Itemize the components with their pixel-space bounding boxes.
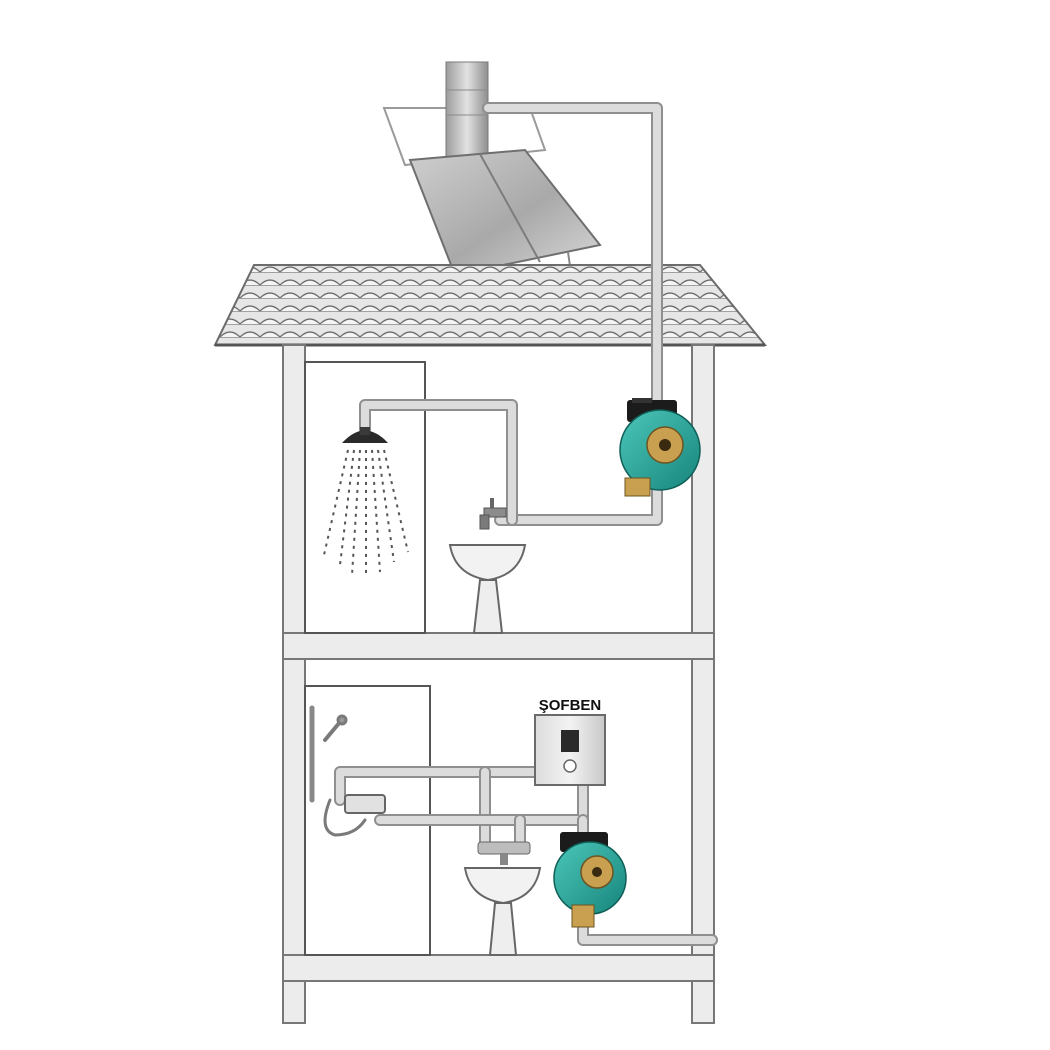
upper-pipes [359,102,663,526]
shower-head-icon [342,427,388,443]
lower-pipes [334,766,718,946]
roof [213,264,768,347]
storage-tank-chimney [445,61,489,163]
circulation-pump-icon [553,832,627,928]
faucet-icon [479,498,507,530]
left-wall [282,344,306,1024]
upper-shower-cubicle [304,361,426,634]
circulation-pump-icon [619,398,701,497]
solar-collector [382,61,602,290]
floor-slab-2 [282,954,715,982]
floor-slab-1 [282,632,715,660]
shower-water-spray [323,449,409,578]
water-heater-label: ŞOFBEN [539,697,602,714]
right-wall [691,344,715,1024]
hand-shower-icon [309,705,386,837]
house-frame [282,344,715,1024]
sink-icon [448,544,527,634]
solar-panel-icon [408,148,602,277]
sink-icon [463,841,542,956]
water-heater-icon [534,714,606,786]
